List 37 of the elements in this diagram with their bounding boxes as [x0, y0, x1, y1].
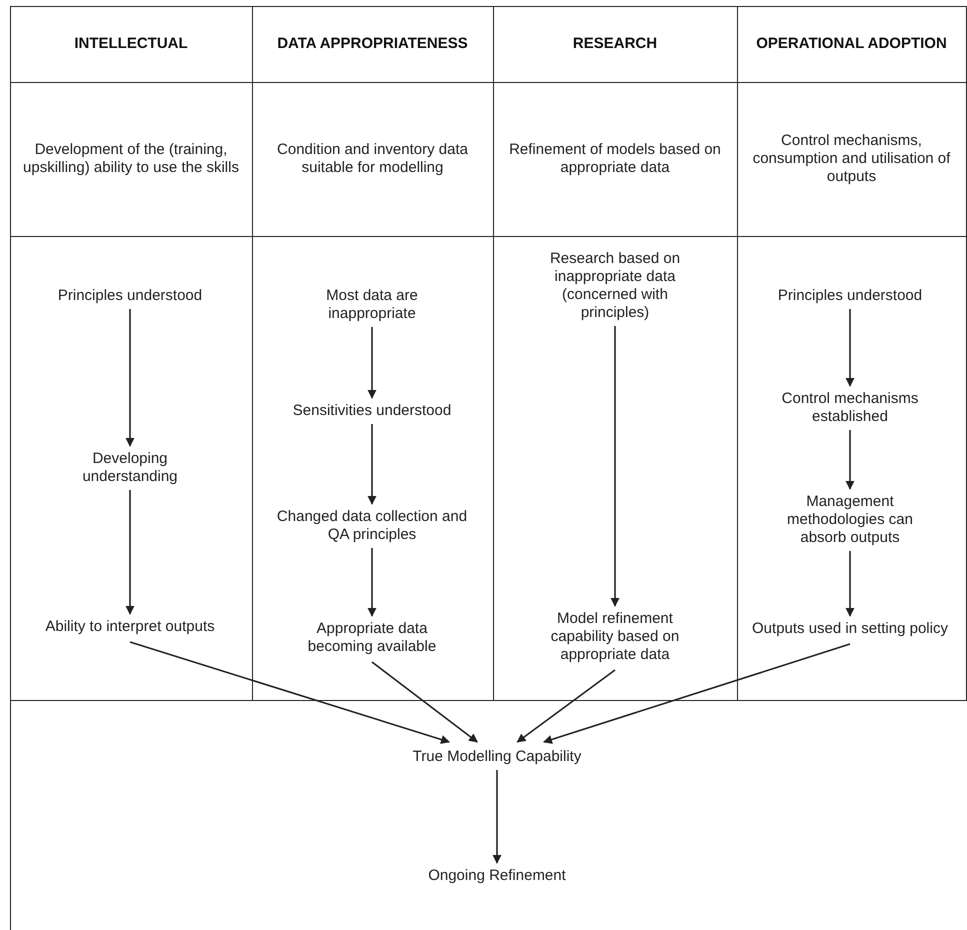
stage-text: Model refinement capability based on appropriate data [530, 610, 700, 664]
column-header: INTELLECTUAL [74, 35, 188, 53]
description-text: Condition and inventory data suitable for modelling [276, 141, 469, 177]
column-header: DATA APPROPRIATENESS [277, 35, 468, 53]
stage-text: Ability to interpret outputs [45, 618, 215, 636]
arrow [610, 326, 620, 607]
arrow [543, 643, 850, 744]
stage-text: Management methodologies can absorb outputs [775, 493, 925, 547]
column-header: OPERATIONAL ADOPTION [756, 35, 947, 53]
description-text: Control mechanisms, consumption and utilisation of outputs [752, 132, 952, 186]
arrow [126, 309, 134, 447]
stage-text: Sensitivities understood [272, 402, 472, 420]
arrow [846, 309, 854, 387]
stage-text: Principles understood [755, 287, 945, 305]
arrow [516, 669, 616, 743]
arrow [372, 661, 478, 743]
arrow [368, 548, 376, 617]
stage-text: True Modelling Capability [387, 748, 607, 766]
stage-text: Appropriate data becoming available [287, 620, 457, 656]
arrow [846, 551, 854, 617]
column-header: RESEARCH [572, 35, 658, 53]
stage-text: Changed data collection and QA principles [267, 508, 477, 544]
arrow [368, 327, 376, 399]
stage-text: Principles understood [35, 287, 225, 305]
description-text: Refinement of models based on appropriate data [508, 141, 722, 177]
stage-text: Research based on inappropriate data (concerned with principles) [530, 250, 700, 322]
arrow [130, 641, 450, 744]
stage-text: Control mechanisms established [765, 390, 935, 426]
arrow [126, 490, 134, 615]
stage-text: Developing understanding [65, 450, 195, 486]
arrow [846, 430, 854, 490]
arrow [368, 424, 376, 505]
stage-text: Most data are inappropriate [297, 287, 447, 323]
arrow [492, 770, 502, 864]
stage-text: Ongoing Refinement [407, 867, 587, 885]
stage-text: Outputs used in setting policy [748, 620, 952, 638]
description-text: Development of the (training, upskilling) ability to use the skills [22, 141, 240, 177]
